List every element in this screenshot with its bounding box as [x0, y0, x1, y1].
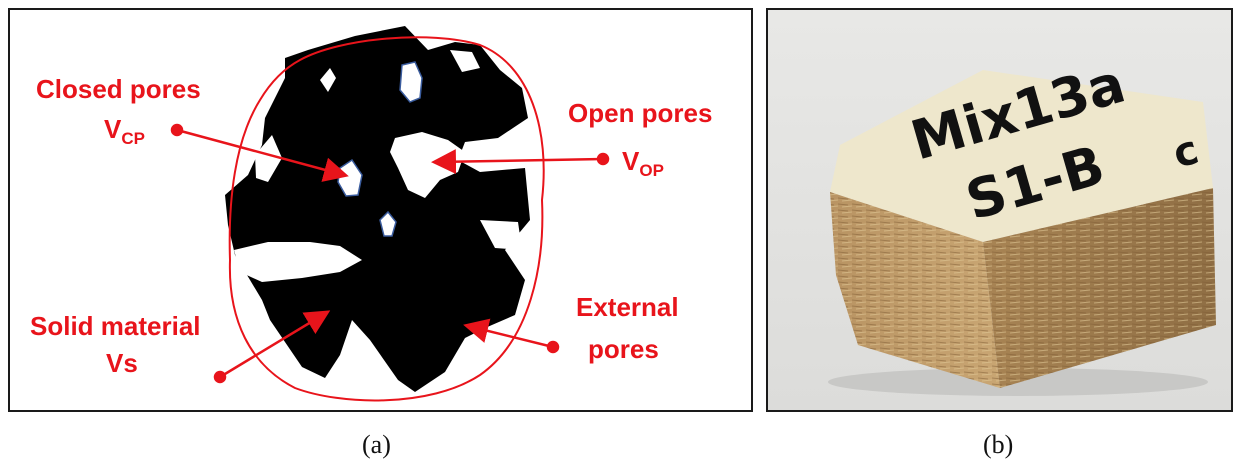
external-pores-label-line1: External	[576, 292, 679, 322]
solid-material-blob	[225, 26, 530, 392]
closed-pores-symbol: VCP	[104, 114, 145, 148]
closed-pores-label: Closed pores	[36, 74, 201, 104]
caption-a: (a)	[362, 430, 391, 460]
external-pores-label-line2: pores	[588, 334, 659, 364]
open-pores-label: Open pores	[568, 98, 712, 128]
open-pores-symbol: VOP	[622, 146, 664, 180]
specimen-photo-panel: Mix13a S1-B c	[766, 8, 1233, 412]
porosity-diagram-panel: Closed pores VCP Open pores VOP Solid ma…	[8, 8, 753, 412]
porosity-diagram: Closed pores VCP Open pores VOP Solid ma…	[10, 10, 753, 412]
solid-material-label: Solid material	[30, 311, 201, 341]
specimen-photo: Mix13a S1-B c	[768, 10, 1233, 412]
caption-b: (b)	[983, 430, 1013, 460]
solid-material-symbol: Vs	[106, 348, 138, 378]
